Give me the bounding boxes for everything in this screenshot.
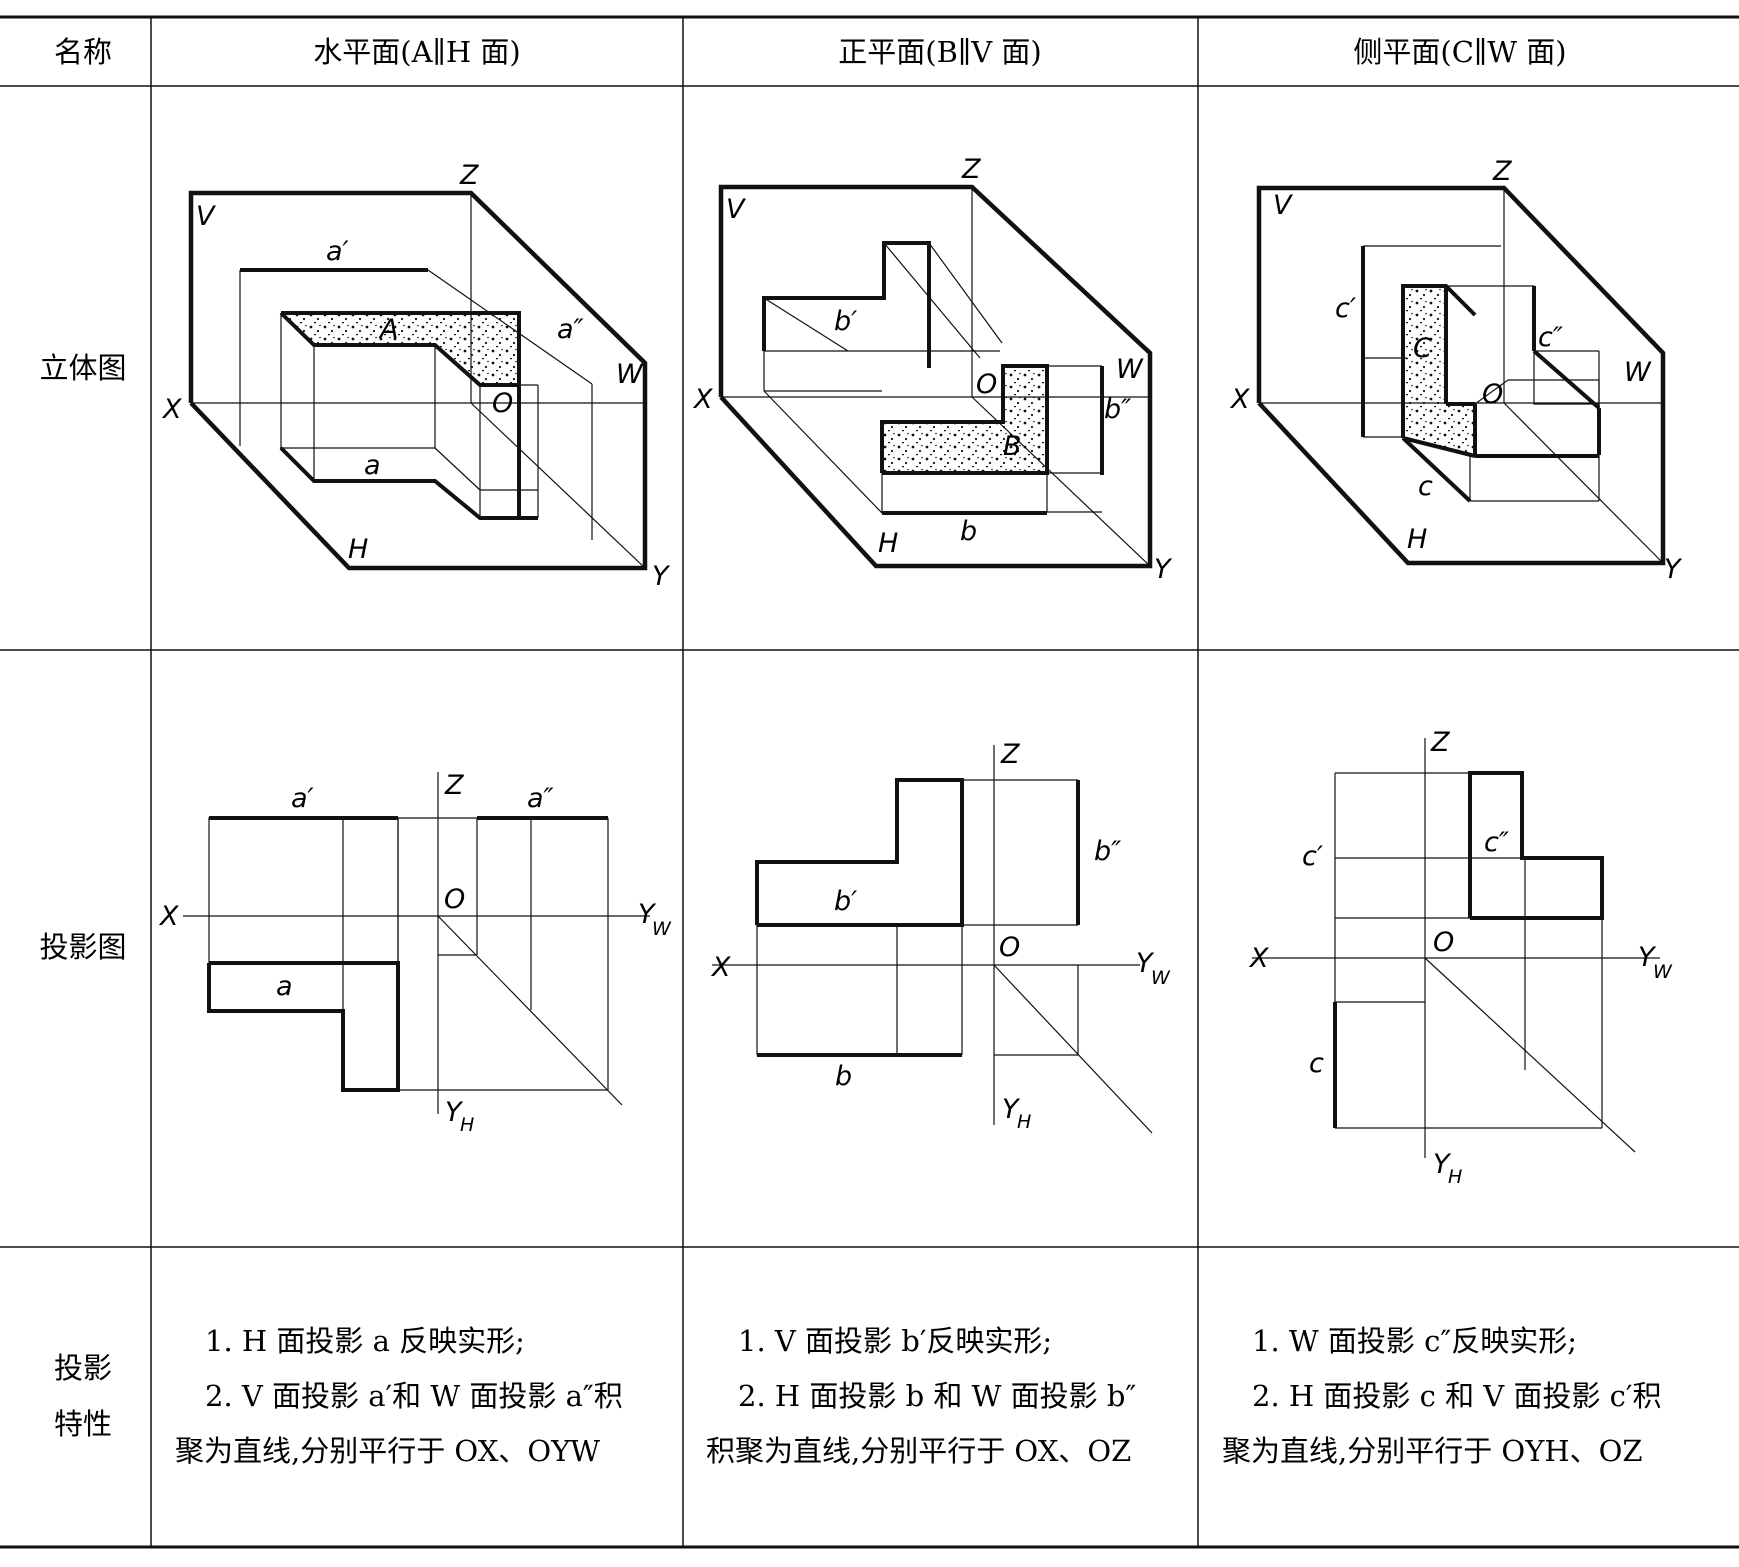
- projection-diagram-frontal: [712, 745, 1153, 1134]
- label-a-double-prime: a″: [557, 314, 584, 345]
- header-horizontal-plane: 水平面(A∥H 面): [313, 35, 520, 69]
- label-c-double-prime: c″: [1538, 322, 1563, 353]
- property-col3-line2: 2. H 面投影 c 和 V 面投影 c′积: [1252, 1379, 1662, 1413]
- label-O: O: [999, 932, 1020, 963]
- label-Y: Y: [1664, 554, 1683, 585]
- row-label-projection: 投影图: [39, 930, 126, 964]
- row-label-stereo: 立体图: [39, 351, 126, 385]
- label-X: X: [158, 901, 179, 932]
- label-H: H: [1407, 524, 1427, 555]
- label-Yh: Y: [445, 1097, 464, 1128]
- stereo-diagram-profile: [1256, 185, 1666, 566]
- label-Y: Y: [1154, 554, 1173, 585]
- property-col2-line1: 1. V 面投影 b′反映实形;: [738, 1324, 1052, 1358]
- label-X: X: [1229, 384, 1250, 415]
- label-A: A: [378, 314, 398, 345]
- row-label-property-1: 投影: [54, 1351, 112, 1385]
- label-V: V: [196, 201, 217, 232]
- projection-diagram-horizontal: [183, 772, 650, 1114]
- label-Yw-subscript: W: [1151, 967, 1171, 989]
- table-grid: [0, 15, 1739, 1549]
- label-Yw-subscript: W: [1653, 961, 1673, 983]
- label-W: W: [1624, 357, 1652, 388]
- property-col2-line3: 积聚为直线,分别平行于 OX、OZ: [706, 1434, 1131, 1468]
- label-O: O: [1482, 379, 1503, 410]
- label-a: a: [276, 971, 293, 1002]
- label-b-double-prime: b″: [1104, 394, 1131, 425]
- label-Yw: Y: [1136, 948, 1155, 979]
- property-col1-line3: 聚为直线,分别平行于 OX、OYW: [175, 1434, 600, 1468]
- property-col1-line1: 1. H 面投影 a 反映实形;: [205, 1324, 525, 1358]
- label-O: O: [976, 369, 997, 400]
- stereo-diagram-frontal: [718, 184, 1153, 569]
- label-a-prime: a′: [291, 783, 314, 814]
- label-b: b: [960, 516, 977, 547]
- properties-col2: 1. V 面投影 b′反映实形; 2. H 面投影 b 和 W 面投影 b″ 积…: [706, 1324, 1136, 1468]
- label-c-double-prime: c″: [1484, 827, 1509, 858]
- label-Yh: Y: [1002, 1094, 1021, 1125]
- label-Z: Z: [961, 154, 981, 185]
- label-b-prime: b′: [834, 886, 857, 917]
- label-Z: Z: [459, 160, 479, 191]
- label-H: H: [348, 534, 368, 565]
- label-a: a: [364, 450, 381, 481]
- label-V: V: [726, 194, 747, 225]
- projection-diagram-profile: [1252, 738, 1660, 1158]
- header-frontal-plane: 正平面(B∥V 面): [838, 35, 1042, 69]
- label-X: X: [161, 394, 182, 425]
- property-col3-line1: 1. W 面投影 c″反映实形;: [1252, 1324, 1577, 1358]
- label-a-double-prime: a″: [527, 783, 554, 814]
- label-O: O: [492, 388, 513, 419]
- label-V: V: [1273, 190, 1294, 221]
- label-b-prime: b′: [834, 306, 857, 337]
- label-Z: Z: [1430, 727, 1450, 758]
- header-name: 名称: [54, 35, 112, 69]
- label-C: C: [1413, 333, 1432, 364]
- label-b: b: [835, 1061, 852, 1092]
- label-c-prime: c′: [1335, 293, 1356, 324]
- label-c-prime: c′: [1302, 841, 1323, 872]
- label-B: B: [1003, 431, 1022, 462]
- property-col2-line2: 2. H 面投影 b 和 W 面投影 b″: [738, 1379, 1136, 1413]
- label-O: O: [1433, 927, 1454, 958]
- header-profile-plane: 侧平面(C∥W 面): [1353, 35, 1566, 69]
- label-Yh-subscript: H: [1448, 1166, 1462, 1188]
- label-c: c: [1418, 471, 1433, 502]
- label-Z: Z: [1492, 156, 1512, 187]
- label-O: O: [444, 884, 465, 915]
- label-Yh-subscript: H: [460, 1114, 474, 1136]
- label-H: H: [878, 528, 898, 559]
- label-W: W: [1116, 354, 1144, 385]
- label-X: X: [710, 952, 731, 983]
- label-Z: Z: [444, 770, 464, 801]
- label-Yw-subscript: W: [652, 918, 672, 940]
- label-c: c: [1309, 1048, 1324, 1079]
- label-Yw: Y: [1638, 942, 1657, 973]
- label-X: X: [1248, 943, 1269, 974]
- label-Yh: Y: [1433, 1149, 1452, 1180]
- properties-col1: 1. H 面投影 a 反映实形; 2. V 面投影 a′和 W 面投影 a″积 …: [175, 1324, 623, 1468]
- row-label-property-2: 特性: [54, 1407, 112, 1441]
- label-Yw: Y: [638, 899, 657, 930]
- label-Y: Y: [652, 561, 671, 592]
- properties-col3: 1. W 面投影 c″反映实形; 2. H 面投影 c 和 V 面投影 c′积 …: [1222, 1324, 1662, 1468]
- property-col1-line2: 2. V 面投影 a′和 W 面投影 a″积: [205, 1379, 623, 1413]
- stereo-diagram-horizontal: [188, 190, 648, 571]
- property-col3-line3: 聚为直线,分别平行于 OYH、OZ: [1222, 1434, 1643, 1468]
- label-b-double-prime: b″: [1094, 836, 1121, 867]
- label-X: X: [692, 384, 713, 415]
- label-a-prime: a′: [326, 236, 349, 267]
- label-Yh-subscript: H: [1017, 1111, 1031, 1133]
- label-W: W: [616, 359, 644, 390]
- label-Z: Z: [1000, 739, 1020, 770]
